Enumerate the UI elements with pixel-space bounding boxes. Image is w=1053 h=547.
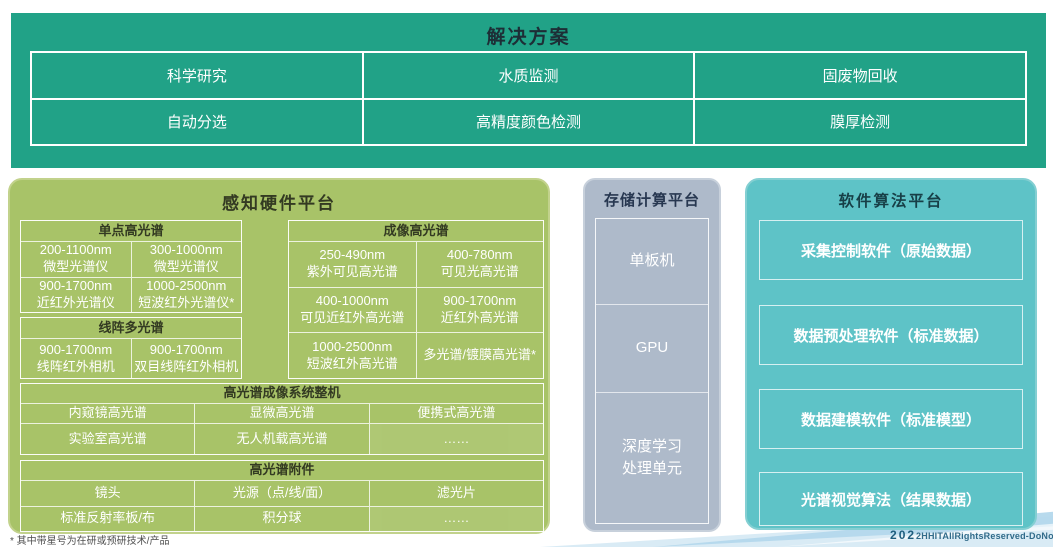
table-cell: 镜头: [21, 481, 195, 506]
solution-item: 水质监测: [363, 53, 694, 98]
solution-item: 膜厚检测: [695, 99, 1025, 144]
table-cell: 便携式高光谱: [369, 404, 543, 423]
table-cell: 标准反射率板/布: [21, 506, 195, 531]
table-cell: 显微高光谱: [195, 404, 369, 423]
table-cell: 1000-2500nm 短波红外高光谱: [289, 333, 416, 378]
table-cell: 积分球: [195, 506, 369, 531]
table-header: 单点高光谱: [21, 221, 241, 241]
software-item: 数据预处理软件（标准数据）: [759, 305, 1023, 365]
solutions-title: 解决方案: [486, 27, 571, 48]
table-cell: 200-1100nm 微型光谱仪: [21, 242, 131, 277]
compute-table: 单板机 GPU 深度学习 处理单元: [595, 218, 709, 524]
table-cell: 900-1700nm 线阵红外相机: [21, 339, 131, 378]
software-title: 软件算法平台: [838, 193, 944, 210]
imaging-hyperspectral-table: 成像高光谱 250-490nm 紫外可见高光谱 400-780nm 可见光高光谱…: [288, 220, 544, 379]
solution-item: 自动分选: [32, 99, 362, 144]
table-cell: 光源（点/线/面）: [195, 481, 369, 506]
table-cell-ellipsis: ……: [369, 506, 543, 531]
table-cell: 深度学习 处理单元: [596, 393, 708, 523]
table-cell: 滤光片: [369, 481, 543, 506]
solution-item: 高精度颜色检测: [363, 99, 694, 144]
table-cell: 300-1000nm 微型光谱仪: [131, 242, 241, 277]
table-cell: 内窥镜高光谱: [21, 404, 195, 423]
imaging-system-table: 高光谱成像系统整机 内窥镜高光谱 显微高光谱 便携式高光谱 实验室高光谱 无人机…: [20, 383, 544, 455]
table-cell: 400-1000nm 可见近红外高光谱: [289, 287, 416, 333]
solution-item: 科学研究: [32, 53, 362, 98]
solution-item: 固废物回收: [695, 53, 1025, 98]
compute-title: 存储计算平台: [603, 192, 700, 209]
table-cell: 400-780nm 可见光高光谱: [416, 242, 543, 287]
watermark-text: 2HHITAllRightsReserved-DoNot: [916, 531, 1053, 541]
table-cell: 900-1700nm 近红外高光谱: [416, 287, 543, 333]
table-cell: 实验室高光谱: [21, 424, 195, 454]
table-header: 成像高光谱: [289, 221, 543, 241]
accessories-table: 高光谱附件 镜头 光源（点/线/面） 滤光片 标准反射率板/布 积分球 ……: [20, 460, 544, 532]
table-cell: 250-490nm 紫外可见高光谱: [289, 242, 416, 287]
table-cell-ellipsis: ……: [369, 424, 543, 454]
table-cell: 单板机: [596, 219, 708, 304]
table-cell: 1000-2500nm 短波红外光谱仪*: [131, 277, 241, 312]
table-header: 线阵多光谱: [21, 318, 241, 338]
solutions-panel: 解决方案 科学研究 水质监测 固废物回收 自动分选 高精度颜色检测 膜厚检测: [11, 13, 1046, 168]
software-item: 光谱视觉算法（结果数据）: [759, 472, 1023, 526]
compute-panel: 存储计算平台 单板机 GPU 深度学习 处理单元: [583, 178, 721, 532]
table-cell: 多光谱/镀膜高光谱*: [416, 333, 543, 378]
solutions-grid: 科学研究 水质监测 固废物回收 自动分选 高精度颜色检测 膜厚检测: [30, 51, 1027, 146]
table-cell: 无人机载高光谱: [195, 424, 369, 454]
table-cell: 900-1700nm 双目线阵红外相机: [131, 339, 241, 378]
table-cell: GPU: [596, 305, 708, 392]
software-item: 数据建模软件（标准模型）: [759, 389, 1023, 449]
hardware-panel: 感知硬件平台 单点高光谱 200-1100nm 微型光谱仪 300-1000nm…: [8, 178, 550, 534]
footnote: * 其中带星号为在研或预研技术/产品: [10, 536, 170, 547]
software-panel: 软件算法平台 采集控制软件（原始数据） 数据预处理软件（标准数据） 数据建模软件…: [745, 178, 1037, 530]
watermark: 2022HHITAllRightsReserved-DoNot: [890, 526, 1053, 544]
software-item: 采集控制软件（原始数据）: [759, 220, 1023, 280]
table-header: 高光谱附件: [21, 461, 543, 480]
table-cell: 900-1700nm 近红外光谱仪: [21, 277, 131, 312]
line-array-multispectral-table: 线阵多光谱 900-1700nm 线阵红外相机 900-1700nm 双目线阵红…: [20, 317, 242, 379]
table-header: 高光谱成像系统整机: [21, 384, 543, 403]
single-point-hyperspectral-table: 单点高光谱 200-1100nm 微型光谱仪 300-1000nm 微型光谱仪 …: [20, 220, 242, 313]
watermark-year: 202: [890, 528, 917, 542]
hardware-title: 感知硬件平台: [222, 194, 336, 213]
